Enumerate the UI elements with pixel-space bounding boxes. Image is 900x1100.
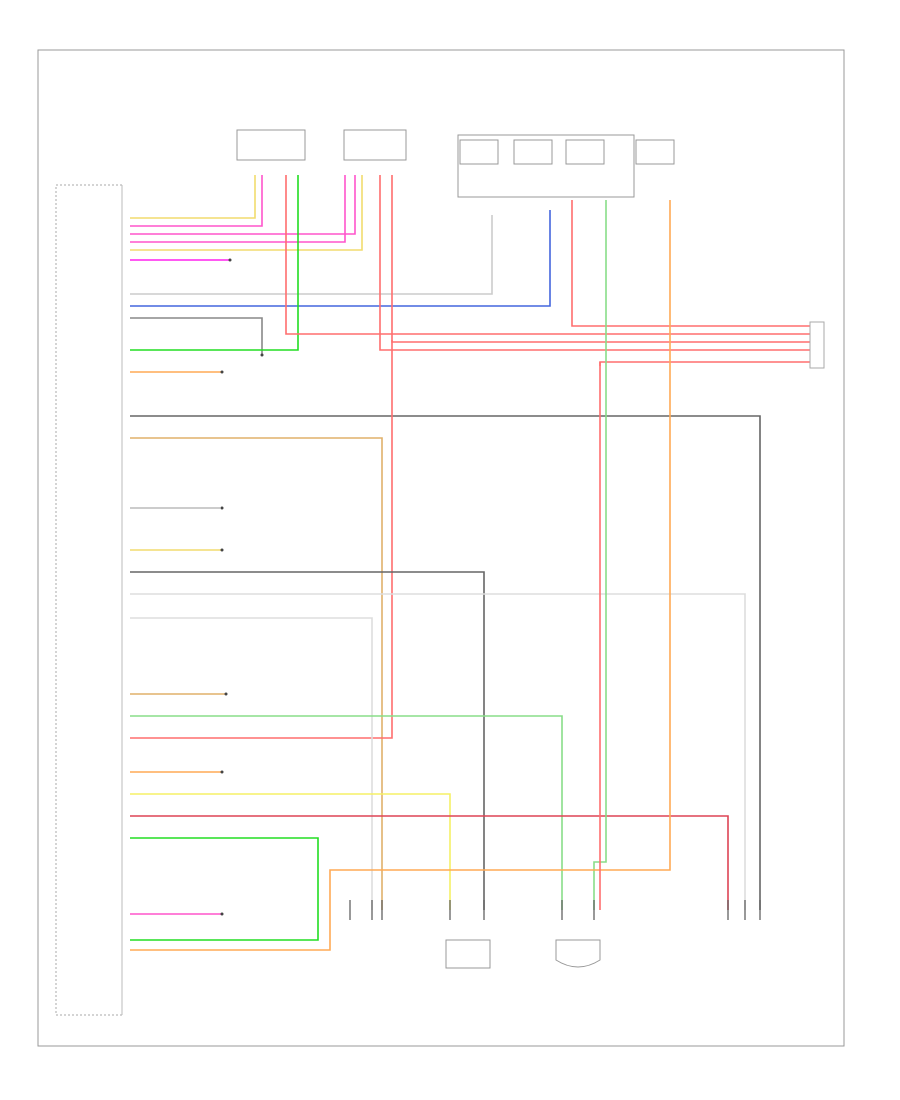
wire-gray-short [130,317,263,355]
wire-yellow-2 [130,175,363,251]
wire-pink-harness-5 [599,361,810,366]
wire-pink-3 [130,175,346,243]
wire-bright-yellow [130,793,451,910]
top-connector-left [236,129,407,161]
bottom-connector-stubs [349,900,761,920]
wire-green-lower [130,837,319,941]
wire-tan [130,437,383,910]
wire-gray-to-bottom [130,571,485,910]
wire-light-green [130,715,563,910]
wire-green-upper [130,175,299,351]
wire-pink-harness-2 [285,175,810,335]
wire-light-gray-2 [130,617,373,910]
wire-red-vertical [130,340,393,739]
wire-pink-1 [130,175,263,227]
wire-light-gray [130,215,493,295]
wire-yellow-1 [130,175,256,219]
wire-pink-harness-3 [391,175,810,343]
wire-blue [130,210,551,307]
bottom-components [445,939,601,969]
wire-bundle [130,175,810,951]
engine-control-module [55,184,123,1016]
wire-pink-harness-4 [379,175,810,351]
diagram-frame [37,49,845,1047]
splice-points [220,258,264,916]
wire-dark-red [130,815,729,910]
wire-pink-harness-1 [571,200,810,327]
right-harness-terminal [809,321,825,369]
top-right-module [457,134,675,198]
wire-dark-gray-long [130,415,761,910]
wire-orange-right [130,200,671,951]
wire-pink-2 [130,175,356,235]
wire-light-gray-right [130,593,746,910]
